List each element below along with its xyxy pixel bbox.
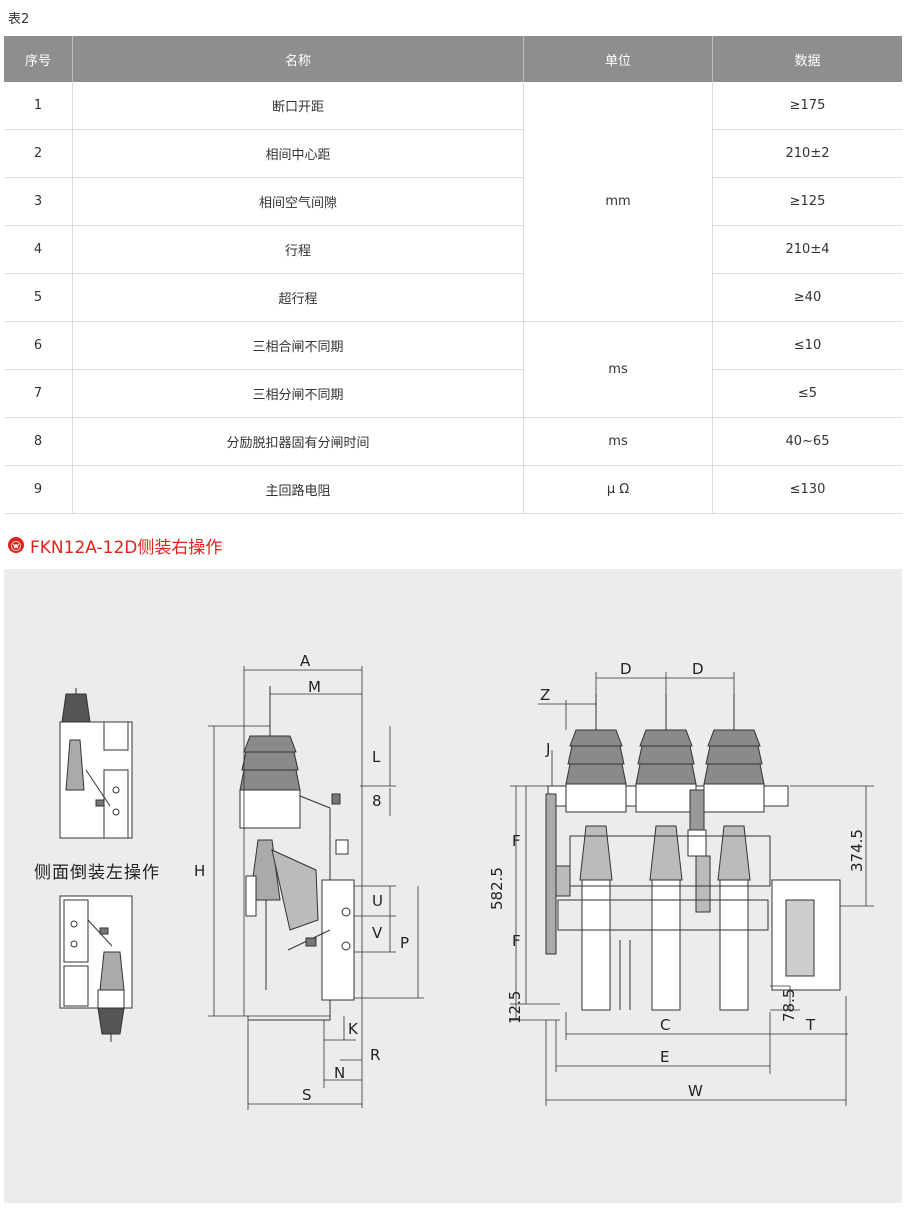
cell-unit: μ Ω bbox=[523, 465, 713, 514]
cell-no: 2 bbox=[4, 129, 73, 178]
table-row: 4 行程 210±4 bbox=[4, 225, 902, 274]
cell-name: 超行程 bbox=[72, 273, 524, 322]
cell-name: 断口开距 bbox=[72, 82, 524, 130]
cell-name: 三相分闸不同期 bbox=[72, 369, 524, 418]
cell-name: 行程 bbox=[72, 225, 524, 274]
cell-value: ≥125 bbox=[712, 177, 902, 226]
cell-value: ≤130 bbox=[712, 465, 902, 514]
section-heading: ⓦ FKN12A-12D侧装右操作 bbox=[8, 533, 223, 558]
cell-no: 3 bbox=[4, 177, 73, 226]
cell-no: 6 bbox=[4, 321, 73, 370]
side-mount-label: 侧面倒装左操作 bbox=[34, 863, 160, 883]
cell-name: 相间空气间隙 bbox=[72, 177, 524, 226]
table-row: 9 主回路电阻 μ Ω ≤130 bbox=[4, 465, 902, 514]
spec-table: 序号 名称 单位 数据 1 断口开距 mm ≥175 2 相间中心距 210±2… bbox=[4, 36, 902, 514]
cell-unit: mm bbox=[523, 82, 713, 322]
cell-no: 5 bbox=[4, 273, 73, 322]
cell-value: ≥175 bbox=[712, 82, 902, 130]
cell-value: 40~65 bbox=[712, 417, 902, 466]
table-row: 3 相间空气间隙 ≥125 bbox=[4, 177, 902, 226]
cell-value: 210±4 bbox=[712, 225, 902, 274]
table-row: 6 三相合闸不同期 ms ≤10 bbox=[4, 321, 902, 418]
cell-no: 1 bbox=[4, 82, 73, 130]
header-no: 序号 bbox=[4, 36, 73, 82]
cell-name: 分励脱扣器固有分闸时间 bbox=[72, 417, 524, 466]
cell-name: 相间中心距 bbox=[72, 129, 524, 178]
cell-value: ≥40 bbox=[712, 273, 902, 322]
cell-no: 4 bbox=[4, 225, 73, 274]
cell-no: 7 bbox=[4, 369, 73, 418]
cell-name: 主回路电阻 bbox=[72, 465, 524, 514]
table-row: 5 超行程 ≥40 bbox=[4, 273, 902, 322]
section-title: FKN12A-12D侧装右操作 bbox=[30, 537, 223, 558]
table-caption: 表2 bbox=[8, 12, 30, 27]
header-name: 名称 bbox=[72, 36, 524, 82]
cell-unit: ms bbox=[523, 417, 713, 466]
cell-name: 三相合闸不同期 bbox=[72, 321, 524, 370]
table-row: 2 相间中心距 210±2 bbox=[4, 129, 902, 178]
brand-logo-icon: ⓦ bbox=[8, 537, 24, 553]
header-value: 数据 bbox=[712, 36, 902, 82]
table-header-row: 序号 名称 单位 数据 bbox=[4, 36, 902, 82]
cell-unit: ms bbox=[523, 321, 713, 418]
cell-value: 210±2 bbox=[712, 129, 902, 178]
table-row: 8 分励脱扣器固有分闸时间 ms 40~65 bbox=[4, 417, 902, 466]
cell-value: ≤10 bbox=[712, 321, 902, 370]
cell-no: 8 bbox=[4, 417, 73, 466]
drawing-panel bbox=[4, 569, 902, 1203]
table-row: 1 断口开距 mm ≥175 bbox=[4, 82, 902, 322]
cell-no: 9 bbox=[4, 465, 73, 514]
table-row: 7 三相分闸不同期 ≤5 bbox=[4, 369, 902, 418]
header-unit: 单位 bbox=[523, 36, 713, 82]
cell-value: ≤5 bbox=[712, 369, 902, 418]
